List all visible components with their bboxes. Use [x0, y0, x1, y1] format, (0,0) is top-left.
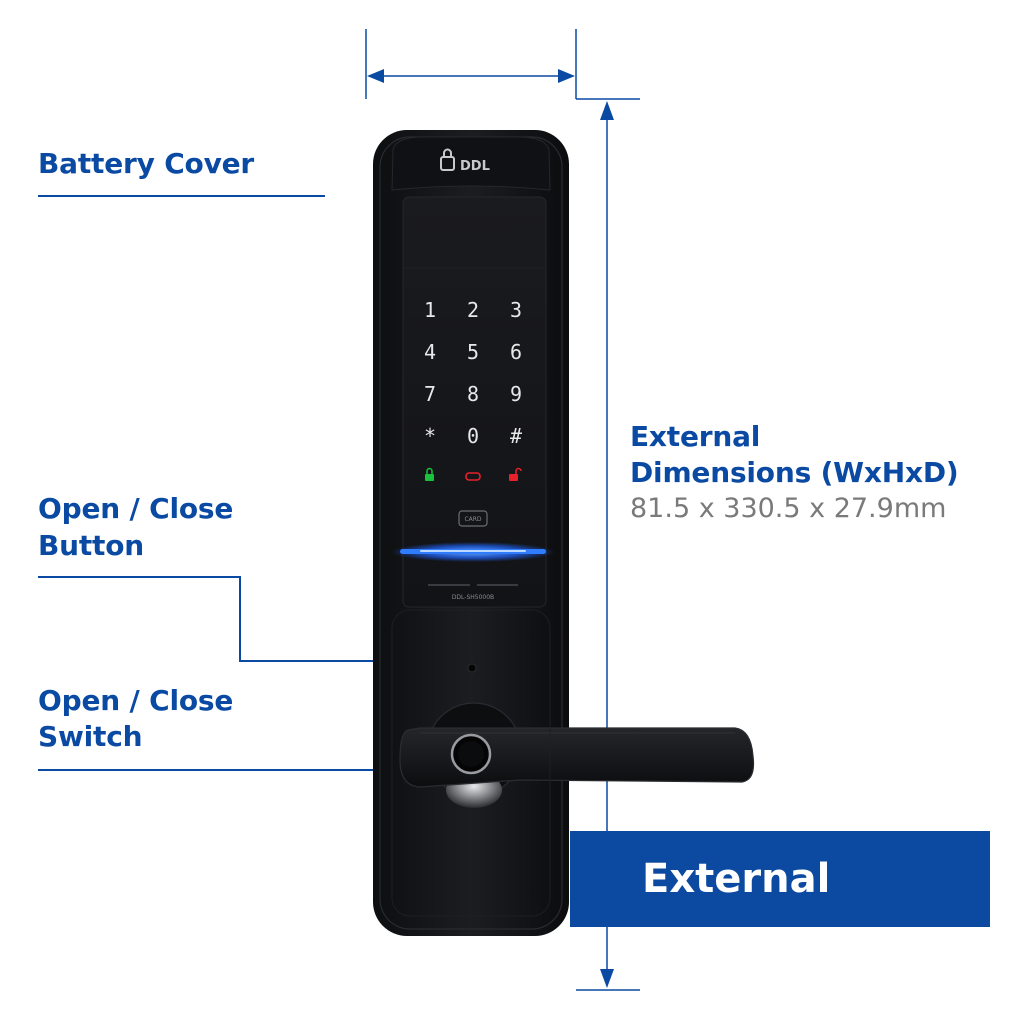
external-badge-text: External [642, 856, 831, 902]
key-6: 6 [510, 340, 522, 364]
open-close-switch-label-line1: Open / Close [38, 684, 234, 717]
model-number: DDL-SH5000B [452, 594, 494, 601]
open-close-button-leader-v [239, 576, 241, 661]
open-close-button-label-line1: Open / Close [38, 492, 234, 525]
open-close-switch-leader-line [38, 769, 373, 771]
key-1: 1 [424, 298, 436, 322]
external-dimensions-label-line2: Dimensions (WxHxD) [630, 456, 959, 489]
lock-led-icon [425, 474, 434, 481]
key-7: 7 [424, 382, 436, 406]
lever-handle [399, 727, 755, 788]
battery-cover-label: Battery Cover [38, 147, 255, 180]
open-close-switch-label-line2: Switch [38, 720, 143, 753]
width-dimension [365, 29, 640, 100]
key-8: 8 [467, 382, 479, 406]
open-close-button-leader-h2 [239, 660, 373, 662]
emergency-key-hole [467, 663, 477, 673]
key-0: 0 [467, 424, 479, 448]
key-hash: # [510, 424, 522, 448]
key-star: * [424, 424, 436, 448]
dimensions-value: 81.5 x 330.5 x 27.9mm [630, 493, 947, 524]
key-9: 9 [510, 382, 522, 406]
battery-cover-leader-line [38, 195, 325, 197]
keypad: 1 2 3 4 5 6 7 8 9 * 0 # [424, 298, 522, 448]
svg-text:CARD: CARD [464, 516, 481, 523]
brand-logo-text: DDL [460, 159, 490, 174]
external-badge: External [570, 831, 990, 927]
key-5: 5 [467, 340, 479, 364]
height-dimension [576, 108, 640, 991]
key-3: 3 [510, 298, 522, 322]
key-2: 2 [467, 298, 479, 322]
open-close-button-leader-h1 [38, 576, 240, 578]
card-reader-icon: CARD [458, 510, 488, 527]
open-close-button-label-line2: Button [38, 529, 145, 562]
battery-led-icon [465, 472, 481, 481]
external-dimensions-label-line1: External [630, 420, 761, 453]
lock-body: DDL [373, 130, 569, 936]
ddl-logo [440, 148, 455, 171]
key-4: 4 [424, 340, 436, 364]
unlock-led-icon [509, 474, 518, 481]
status-leds [425, 467, 522, 481]
